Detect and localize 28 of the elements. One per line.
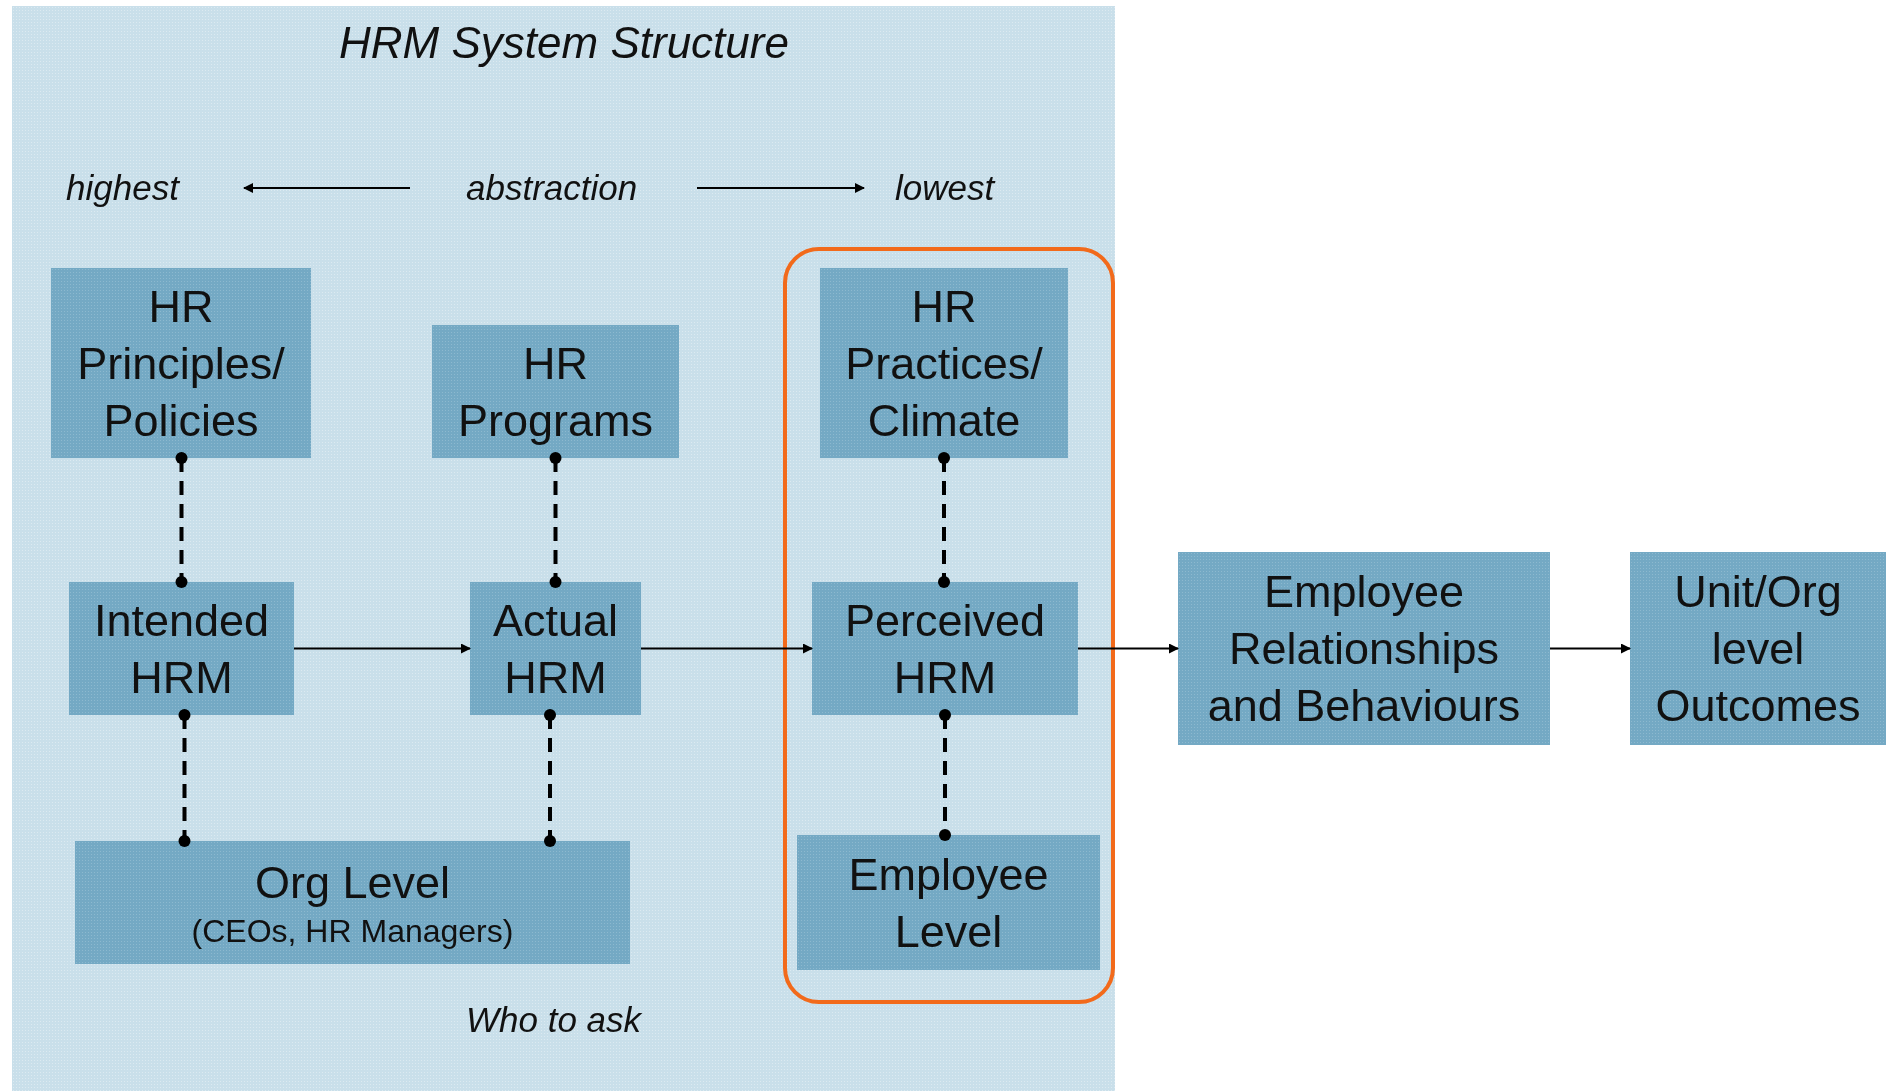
process-box: Employee Relationships and Behaviours bbox=[1178, 552, 1550, 745]
process-box: Perceived HRM bbox=[812, 582, 1078, 715]
arrow bbox=[1549, 643, 1631, 654]
box-subtext: (CEOs, HR Managers) bbox=[191, 912, 514, 951]
note-text: highest bbox=[66, 168, 179, 208]
process-box: HR Principles/ Policies bbox=[51, 268, 311, 458]
process-box: Actual HRM bbox=[470, 582, 641, 715]
note-text: Who to ask bbox=[466, 1000, 642, 1040]
dashed-connector bbox=[938, 452, 950, 588]
process-box: Unit/Org level Outcomes bbox=[1630, 552, 1886, 745]
process-box: Employee Level bbox=[797, 835, 1100, 970]
arrow bbox=[1077, 643, 1179, 654]
arrow bbox=[293, 643, 471, 654]
dashed-connector bbox=[549, 452, 562, 588]
process-box: Intended HRM bbox=[69, 582, 294, 715]
dashed-connector bbox=[544, 709, 556, 847]
note-text: lowest bbox=[895, 168, 995, 208]
dashed-connector bbox=[939, 709, 951, 841]
process-box: Org Level (CEOs, HR Managers) bbox=[75, 841, 630, 964]
diagram-title: HRM System Structure bbox=[339, 18, 789, 68]
note-text: abstraction bbox=[466, 168, 638, 208]
dashed-connector bbox=[178, 709, 191, 847]
arrow bbox=[640, 643, 813, 654]
dashed-connector bbox=[175, 452, 188, 588]
process-box: HR Practices/ Climate bbox=[820, 268, 1068, 458]
highlight-frame bbox=[783, 247, 1115, 1004]
process-box: HR Programs bbox=[432, 325, 679, 458]
panel-background bbox=[12, 6, 1115, 1091]
